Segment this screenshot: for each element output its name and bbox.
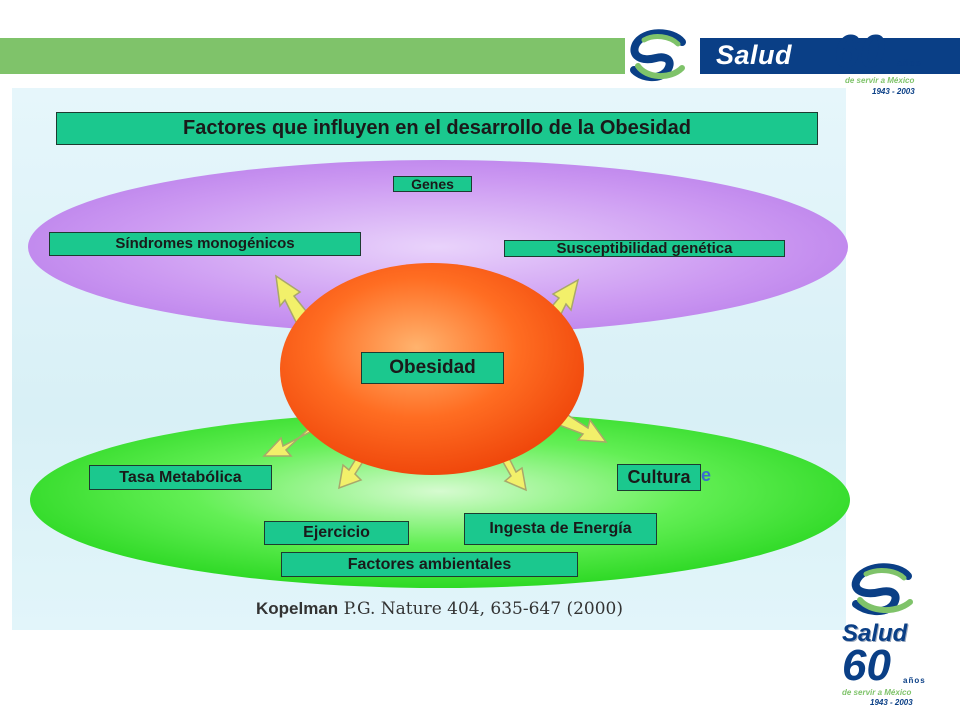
header-years: 1943 - 2003	[872, 87, 915, 96]
header-brand: Salud	[716, 40, 793, 70]
citation: Kopelman P.G. Nature 404, 635-647 (2000)	[256, 599, 623, 619]
arrow-down-left-1	[262, 419, 319, 457]
label-genes: Genes	[393, 176, 472, 192]
label-ejercicio: Ejercicio	[264, 521, 409, 545]
label-tasa-metabolica: Tasa Metabólica	[89, 465, 272, 490]
salud-logo-bottom-icon	[851, 563, 913, 615]
footer-years: 1943 - 2003	[870, 698, 913, 707]
salud-logo-icon	[626, 28, 696, 84]
genetic-factors-ellipse	[28, 160, 848, 334]
footer-servir: de servir a México	[842, 688, 912, 697]
citation-author: Kopelman	[256, 599, 339, 618]
footer-brand: Salud	[842, 620, 908, 647]
citation-rest: P.G. Nature 404, 635-647 (2000)	[343, 599, 623, 619]
label-ingesta-de-energia: Ingesta de Energía	[464, 513, 657, 545]
header-green-band	[0, 38, 625, 74]
header-blue-band	[700, 38, 960, 74]
label-cultura: Cultura	[617, 464, 701, 491]
footer-anos: años	[903, 676, 926, 685]
header-sixty: 60	[834, 25, 886, 77]
label-factores-ambientales: Factores ambientales	[281, 552, 578, 577]
label-obesidad: Obesidad	[361, 352, 504, 384]
footer-sixty: 60	[842, 641, 891, 690]
header-servir: de servir a México	[845, 76, 915, 85]
header-anos: años	[897, 58, 923, 68]
diagram-title: Factores que influyen en el desarrollo d…	[56, 112, 818, 145]
label-susceptibilidad-genetica: Susceptibilidad genética	[504, 240, 785, 257]
label-sindromes-monogenicos: Síndromes monogénicos	[49, 232, 361, 256]
label-cultura-tail: e	[701, 465, 712, 485]
